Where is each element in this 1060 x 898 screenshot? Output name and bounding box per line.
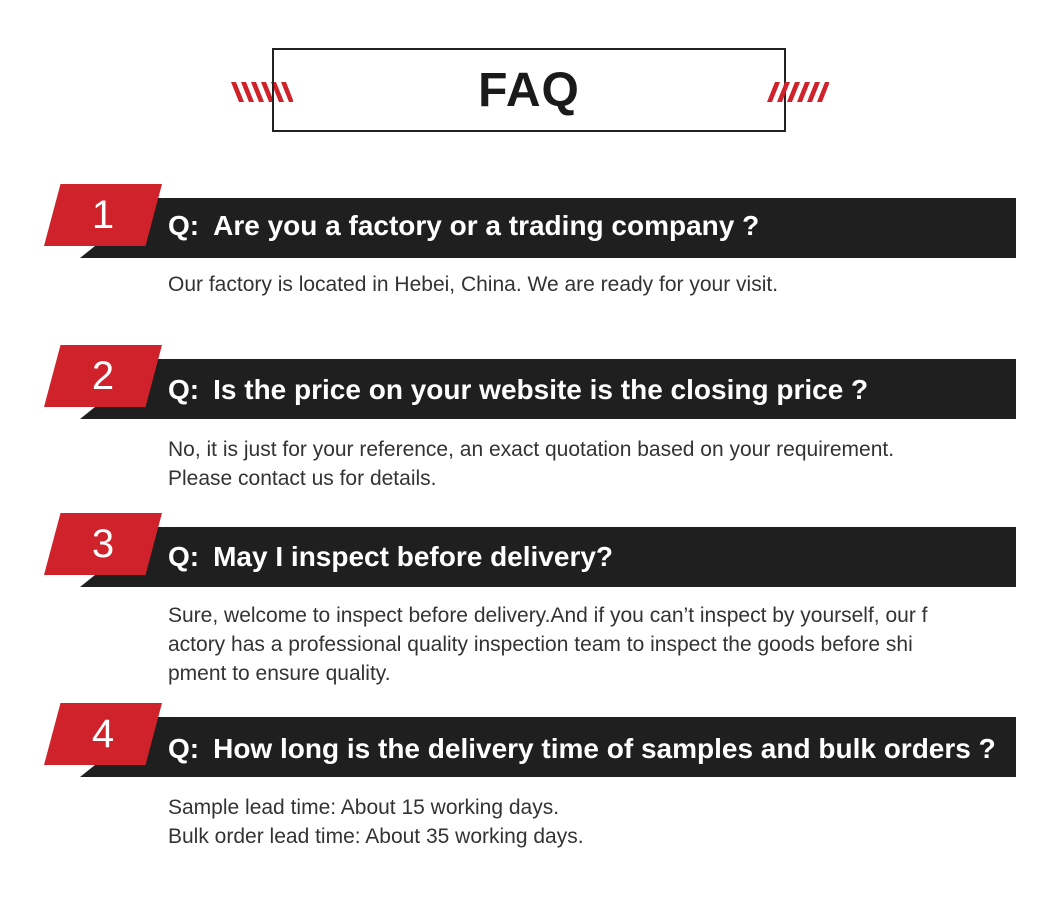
question-label: May I inspect before delivery? bbox=[213, 541, 614, 572]
answer-text: No, it is just for your reference, an ex… bbox=[168, 435, 1008, 493]
answer-line: Bulk order lead time: About 35 working d… bbox=[168, 825, 584, 848]
faq-number: 4 bbox=[91, 711, 115, 756]
question-text: Q: How long is the delivery time of sampl… bbox=[168, 719, 996, 779]
question-text: Q: May I inspect before delivery? bbox=[168, 527, 613, 587]
answer-text: Sure, welcome to inspect before delivery… bbox=[168, 601, 1008, 688]
question-label: Are you a factory or a trading company ? bbox=[213, 210, 760, 241]
question-prefix: Q: bbox=[168, 210, 200, 241]
faq-number: 3 bbox=[91, 521, 115, 566]
question-text: Q: Are you a factory or a trading company… bbox=[168, 196, 759, 256]
faq-number: 2 bbox=[91, 353, 115, 398]
answer-line: No, it is just for your reference, an ex… bbox=[168, 438, 895, 461]
question-label: Is the price on your website is the clos… bbox=[213, 374, 869, 405]
decorative-stripes-right bbox=[767, 82, 829, 102]
answer-line: actory has a professional quality inspec… bbox=[168, 633, 913, 656]
number-badge: 1 bbox=[44, 184, 162, 246]
question-bar bbox=[80, 359, 1016, 419]
answer-text: Sample lead time: About 15 working days.… bbox=[168, 793, 1008, 851]
answer-line: pment to ensure quality. bbox=[168, 662, 391, 685]
decorative-stripes-left bbox=[231, 82, 293, 102]
question-prefix: Q: bbox=[168, 541, 200, 572]
question-bar bbox=[80, 527, 1016, 587]
faq-number: 1 bbox=[91, 192, 115, 237]
answer-line: Sample lead time: About 15 working days. bbox=[168, 796, 560, 819]
number-badge: 4 bbox=[44, 703, 162, 765]
page-title: FAQ bbox=[478, 63, 580, 117]
question-label: How long is the delivery time of samples… bbox=[213, 733, 996, 764]
question-prefix: Q: bbox=[168, 374, 200, 405]
question-bar bbox=[80, 717, 1016, 777]
number-badge: 2 bbox=[44, 345, 162, 407]
question-bar bbox=[80, 198, 1016, 258]
question-text: Q: Is the price on your website is the cl… bbox=[168, 360, 868, 420]
number-badge: 3 bbox=[44, 513, 162, 575]
answer-line: Sure, welcome to inspect before delivery… bbox=[168, 604, 928, 627]
title-frame: FAQ bbox=[272, 48, 786, 132]
answer-text: Our factory is located in Hebei, China. … bbox=[168, 270, 1008, 299]
answer-line: Please contact us for details. bbox=[168, 467, 437, 490]
question-prefix: Q: bbox=[168, 733, 200, 764]
answer-line: Our factory is located in Hebei, China. … bbox=[168, 273, 779, 296]
